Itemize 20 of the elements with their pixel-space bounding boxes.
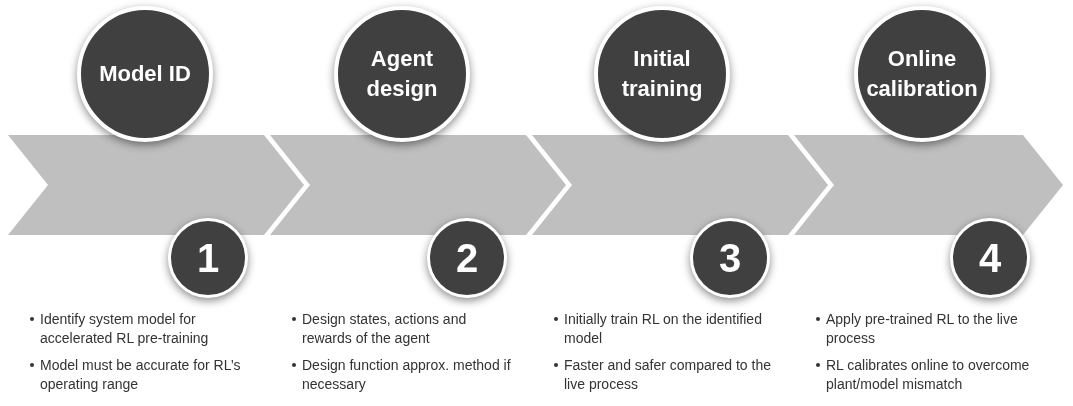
stage-title: Model ID bbox=[99, 60, 191, 89]
stage-title: Initial training bbox=[620, 45, 704, 103]
chevron-shape bbox=[270, 135, 566, 235]
bullet-text: Model must be accurate for RL’s operating range bbox=[40, 356, 241, 392]
step-number: 3 bbox=[690, 218, 770, 298]
bullet-text: Design states, actions and rewards of the agent bbox=[302, 311, 467, 346]
bullet-text: Faster and safer compared to the live process bbox=[564, 356, 771, 392]
stage-title: Online calibration bbox=[866, 45, 978, 103]
chevron-shape bbox=[8, 135, 304, 235]
chevron-shape bbox=[532, 135, 828, 235]
bullet-text: Design function approx. method if necessary bbox=[302, 356, 511, 392]
step-number: 1 bbox=[168, 218, 248, 298]
stage-title: Agent design bbox=[365, 45, 439, 103]
bullet-text: Identify system model for accelerated RL pre-training bbox=[40, 311, 209, 346]
bullet-text: RL calibrates online to overcome plant/model mismatch bbox=[826, 356, 1030, 392]
bullet-text: Apply pre-trained RL to the live process bbox=[826, 311, 1018, 346]
chevron-shape bbox=[794, 135, 1063, 235]
step-number: 2 bbox=[427, 218, 507, 298]
bullet-text: Initially train RL on the identified model bbox=[564, 311, 762, 346]
step-number: 4 bbox=[950, 218, 1030, 298]
